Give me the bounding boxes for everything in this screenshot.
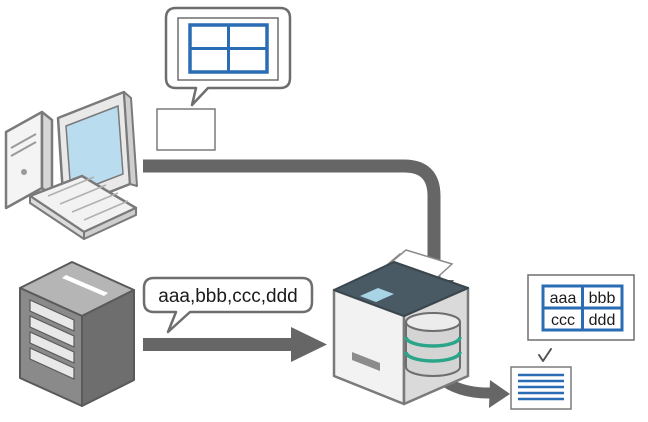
csv-data-text: aaa,bbb,ccc,ddd bbox=[158, 286, 297, 307]
output-table-document: aaa bbb ccc ddd bbox=[527, 274, 635, 341]
computer-icon bbox=[4, 90, 138, 240]
table-cell-2: bbb bbox=[589, 290, 616, 307]
check-mark-icon bbox=[538, 348, 552, 362]
printed-sheet-icon bbox=[510, 366, 572, 410]
form-template-icon bbox=[177, 17, 279, 81]
server-icon bbox=[19, 261, 135, 407]
database-icon bbox=[404, 312, 462, 377]
table-cell-4: ddd bbox=[589, 312, 616, 329]
form-template-bubble bbox=[164, 6, 292, 107]
csv-speech-bubble: aaa,bbb,ccc,ddd bbox=[142, 276, 314, 334]
table-cell-3: ccc bbox=[551, 312, 575, 329]
blank-sheet bbox=[156, 108, 216, 151]
server-to-printer-arrow bbox=[143, 327, 327, 362]
table-cell-1: aaa bbox=[550, 290, 577, 307]
